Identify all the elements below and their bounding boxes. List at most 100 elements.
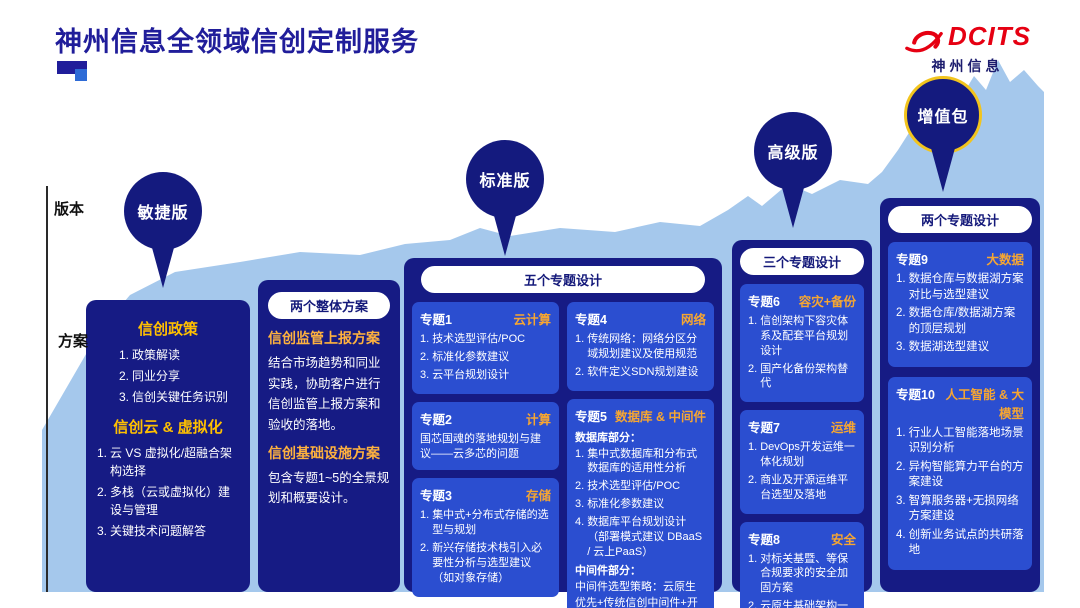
- version-balloon-agile: 敏捷版: [124, 172, 202, 288]
- list-item: 2.异构智能算力平台的方案建设: [896, 460, 1024, 489]
- topic-card-network: 专题4 网络 1.传统网络：网络分区分域规划建议及使用规范 2.软件定义SDN规划…: [567, 302, 714, 391]
- topic-name: 数据库 & 中间件: [615, 409, 706, 424]
- topic-id: 专题10: [896, 387, 935, 402]
- numbered-list: 1.集中式数据库和分布式数据库的适用性分析 2.技术选型评估/POC 3.标准化参数…: [575, 447, 706, 560]
- topic-subheading: 中间件部分：: [575, 565, 641, 578]
- list-item: 2.多栈（云或虚拟化）建设与管理: [97, 485, 231, 517]
- numbered-list: 1.集中式+分布式存储的选型与规划 2.新兴存储技术栈引入必要性分析与选型建议（如…: [420, 508, 551, 585]
- section-body: 包含专题1~5的全景规划和概要设计。: [268, 470, 390, 506]
- section-body: 结合市场趋势和同业实践，协助客户进行信创监管上报方案和验收的落地。: [268, 356, 381, 432]
- topic-card-storage: 专题3 存储 1.集中式+分布式存储的选型与规划 2.新兴存储技术栈引入必要性分析…: [412, 478, 559, 597]
- list-item: 1.集中式+分布式存储的选型与规划: [420, 509, 549, 537]
- topic-name: 安全: [830, 532, 856, 547]
- topic-name: 运维: [830, 421, 856, 436]
- logo-brand-text: DCITS: [948, 20, 1031, 51]
- topic-id: 专题2: [420, 412, 452, 427]
- list-item: 2.云原生基础架构一体化安全防护建设方案: [748, 600, 849, 608]
- balloon-tail: [931, 148, 955, 192]
- panel-pill: 三个专题设计: [740, 248, 864, 275]
- topic-name: 计算: [525, 412, 551, 427]
- list-item: 1.传统网络：网络分区分域规划建议及使用规范: [575, 333, 698, 360]
- list-item: 2.标准化参数建议: [420, 350, 510, 363]
- balloon-tail: [493, 212, 517, 256]
- topic-card-database-middleware: 专题5 数据库 & 中间件 数据库部分： 1.集中式数据库和分布式数据库的适用性…: [567, 398, 714, 608]
- topic-body: 中间件选型策略：云原生优先+传统信创中间件+开源管理: [575, 581, 698, 608]
- panel-pill: 两个整体方案: [268, 292, 390, 319]
- numbered-list: 1.数据仓库与数据湖方案对比与选型建议 2.数据仓库/数据湖方案的顶层规划 3.数据…: [896, 272, 1024, 356]
- section-heading: 信创云 & 虚拟化: [113, 419, 223, 436]
- balloon-label: 增值包: [904, 76, 982, 154]
- topic-name: 人工智能 & 大模型: [945, 387, 1024, 421]
- topic-card-security: 专题8 安全 1.对标关基暨、等保合规要求的安全加固方案 2.云原生基础架构一体化…: [740, 521, 864, 608]
- topic-id: 专题3: [420, 489, 452, 504]
- list-item: 3.信创关键任务识别: [119, 390, 229, 404]
- topic-name: 网络: [680, 313, 706, 327]
- balloon-label: 标准版: [466, 140, 544, 218]
- list-item: 1.信创架构下容灾体系及配套平台规划设计: [748, 315, 849, 357]
- topic-name: 存储: [525, 489, 551, 504]
- topic-id: 专题8: [748, 532, 780, 547]
- axis-label-plan: 方案: [58, 333, 89, 350]
- axis-line: [46, 186, 48, 592]
- balloon-label: 敏捷版: [124, 172, 202, 250]
- list-item: 3.关键技术问题解答: [97, 524, 207, 538]
- section-heading: 信创基础设施方案: [268, 444, 380, 461]
- list-item: 2.数据仓库/数据湖方案的顶层规划: [896, 307, 1016, 335]
- list-item: 3.数据湖选型建议: [896, 341, 990, 354]
- topic-id: 专题4: [575, 313, 607, 327]
- balloon-tail: [151, 244, 175, 288]
- list-item: 1.对标关基暨、等保合规要求的安全加固方案: [748, 552, 849, 595]
- topic-id: 专题5: [575, 409, 607, 424]
- logo-company-text: 神州信息: [931, 58, 1004, 74]
- topic-card-compute: 专题2 计算 国芯国魂的落地规划与建议——云多芯的问题: [412, 401, 559, 471]
- balloon-tail: [781, 184, 805, 228]
- list-item: 1.技术选型评估/POC: [420, 333, 526, 345]
- page-title: 神州信息全领域信创定制服务: [55, 27, 419, 57]
- section-heading: 信创政策: [137, 321, 198, 338]
- list-item: 1.政策解读: [119, 348, 181, 362]
- topic-card-ai-llm: 专题10 人工智能 & 大模型 1.行业人工智能落地场景识别分析 2.异构智能算力…: [888, 376, 1032, 570]
- numbered-list: 1.云 VS 虚拟化/超融合架构选择 2.多栈（云或虚拟化）建设与管理 3.关键技术…: [95, 444, 241, 540]
- list-item: 1.DevOps开发运维一体化规划: [748, 441, 855, 469]
- list-item: 4.数据库平台规划设计（部署模式建议 DBaaS / 云上PaaS）: [575, 515, 703, 558]
- version-balloon-advanced: 高级版: [754, 112, 832, 228]
- topic-name: 云计算: [513, 313, 551, 327]
- topic-id: 专题6: [748, 295, 780, 309]
- panel-overall-plans: 两个整体方案 信创监管上报方案 结合市场趋势和同业实践，协助客户进行信创监管上报…: [258, 280, 400, 592]
- balloon-label: 高级版: [754, 112, 832, 190]
- list-item: 1.云 VS 虚拟化/超融合架构选择: [97, 446, 233, 478]
- list-item: 3.标准化参数建议: [575, 498, 665, 511]
- list-item: 2.新兴存储技术栈引入必要性分析与选型建议（如对象存储）: [420, 542, 543, 584]
- numbered-list: 1.信创架构下容灾体系及配套平台规划设计 2.国产化备份架构替代: [748, 314, 856, 391]
- topic-subheading: 数据库部分：: [575, 431, 641, 444]
- list-item: 1.行业人工智能落地场景识别分析: [896, 426, 1024, 455]
- axis-label-version: 版本: [54, 201, 85, 218]
- list-item: 1.集中式数据库和分布式数据库的适用性分析: [575, 447, 698, 475]
- list-item: 2.技术选型评估/POC: [575, 480, 681, 493]
- numbered-list: 1.对标关基暨、等保合规要求的安全加固方案 2.云原生基础架构一体化安全防护建设方…: [748, 552, 856, 608]
- version-balloon-standard: 标准版: [466, 140, 544, 256]
- numbered-list: 1.政策解读 2.同业分享 3.信创关键任务识别: [95, 346, 241, 406]
- topic-column-right: 专题4 网络 1.传统网络：网络分区分域规划建议及使用规范 2.软件定义SDN规划…: [567, 302, 714, 608]
- list-item: 3.智算服务器+无损网络方案建设: [896, 494, 1019, 523]
- list-item: 1.数据仓库与数据湖方案对比与选型建议: [896, 273, 1024, 301]
- topic-id: 专题1: [420, 313, 452, 327]
- list-item: 2.软件定义SDN规划建设: [575, 365, 699, 378]
- panel-agile: 信创政策 1.政策解读 2.同业分享 3.信创关键任务识别 信创云 & 虚拟化 1.…: [86, 300, 250, 592]
- list-item: 4.创新业务试点的共研落地: [896, 528, 1024, 557]
- list-item: 2.同业分享: [119, 369, 181, 383]
- panel-pill: 两个专题设计: [888, 206, 1032, 233]
- numbered-list: 1.行业人工智能落地场景识别分析 2.异构智能算力平台的方案建设 3.智算服务器+无…: [896, 426, 1024, 559]
- list-item: 2.国产化备份架构替代: [748, 362, 849, 390]
- logo-swoosh-icon: [905, 30, 943, 53]
- version-balloon-value-pack: 增值包: [904, 76, 982, 192]
